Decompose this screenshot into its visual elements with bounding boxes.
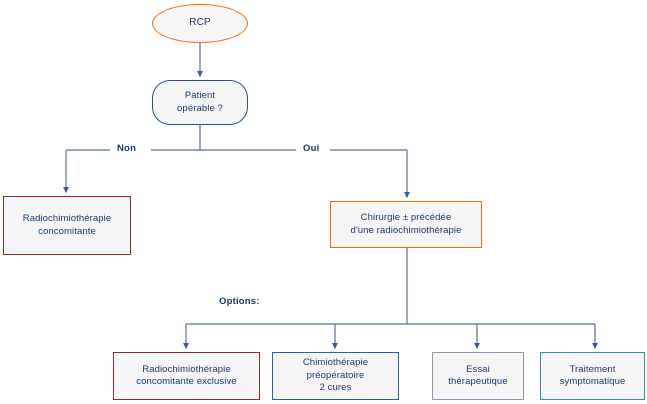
node-opt-4-line2: symptomatique <box>559 376 626 387</box>
edge-label-oui: Oui <box>298 143 325 154</box>
node-radiochimiotherapie-concomitante[interactable]: Radiochimiothérapie concomitante <box>3 196 131 255</box>
node-non-line2: concomitante <box>38 225 96 237</box>
node-opt-2-line1: Chimiothérapie <box>302 357 369 369</box>
node-opt-2-line2: préopératoire <box>306 369 365 381</box>
node-patient-operable[interactable]: Patient opérable ? <box>152 80 248 125</box>
node-opt-2-line3: 2 cures <box>319 382 352 394</box>
node-option-radiochimiotherapie-exclusive[interactable]: Radiochimiothérapie concomitante exclusi… <box>113 352 260 400</box>
node-oui-line1: Chirurgie ± précédée <box>360 212 452 223</box>
node-chirurgie[interactable]: Chirurgie ± précédée d'une radiochimioth… <box>330 201 482 248</box>
node-opt-4-line1: Traitement <box>569 363 616 375</box>
node-option-traitement-symptomatique[interactable]: Traitement symptomatique <box>540 352 645 400</box>
node-decision-line2: opérable ? <box>177 102 223 114</box>
node-opt-1-line1: Radiochimiothérapie <box>142 363 231 375</box>
edge-label-non: Non <box>112 143 142 154</box>
node-oui-line2: d'une radiochimiothérapie <box>350 224 462 236</box>
node-option-essai-therapeutique[interactable]: Essai thérapeutique <box>432 352 524 400</box>
node-opt-3-line1: Essai <box>466 363 490 375</box>
edge-label-options: Options: <box>214 296 265 307</box>
node-rcp[interactable]: RCP <box>152 4 248 43</box>
node-non-line1: Radiochimiothérapie <box>22 213 112 224</box>
node-decision-line1: Patient <box>184 90 216 101</box>
node-rcp-label: RCP <box>189 17 211 29</box>
node-opt-1-line2: concomitante exclusive <box>136 376 237 387</box>
node-option-chimiotherapie-preoperatoire[interactable]: Chimiothérapie préopératoire 2 cures <box>272 352 399 400</box>
node-opt-3-line2: thérapeutique <box>448 376 508 387</box>
